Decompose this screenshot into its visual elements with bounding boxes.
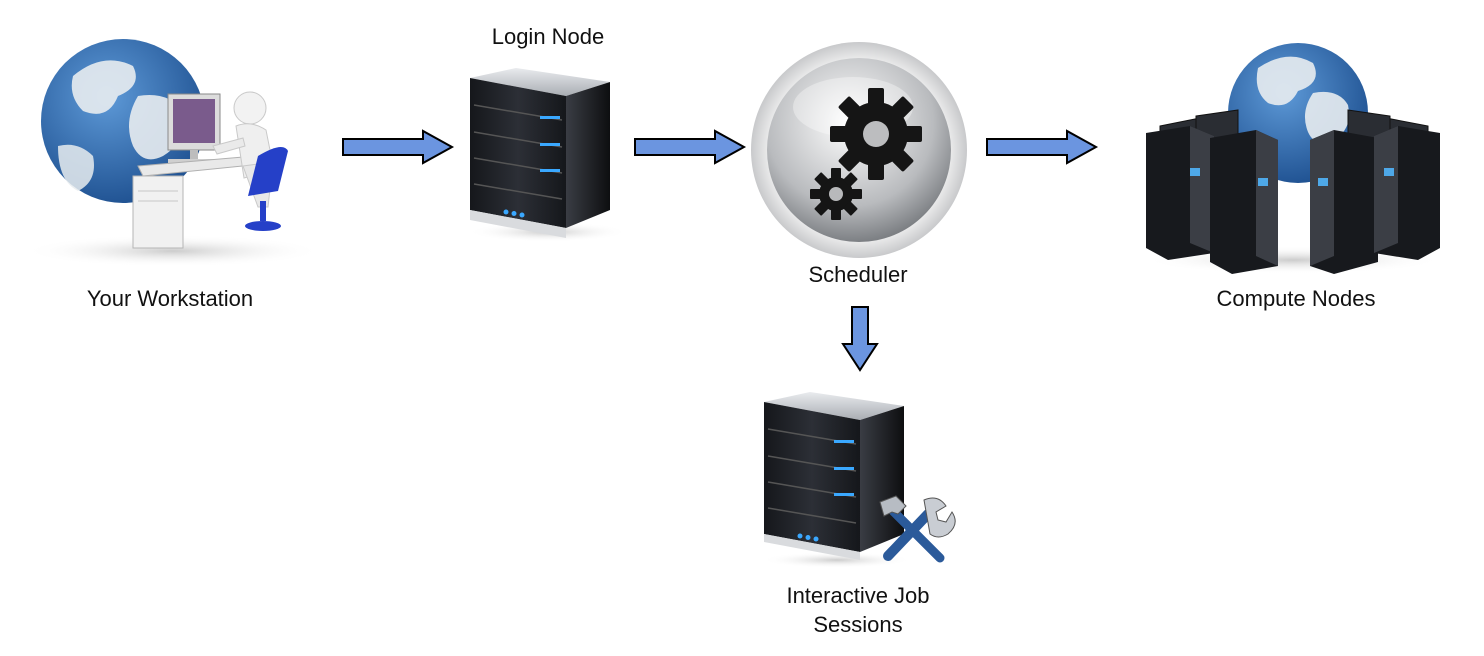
arrow-workstation-to-login: [340, 128, 455, 168]
workstation-illustration: [23, 39, 323, 267]
tools-icon: [879, 495, 956, 563]
interactive-job-label: Interactive Job Sessions: [758, 582, 958, 639]
gear-icon: [751, 42, 967, 258]
workstation-label: Your Workstation: [86, 286, 254, 311]
login-node-label: Login Node: [491, 24, 605, 49]
compute-nodes-node: [1138, 38, 1448, 276]
arrow-scheduler-to-compute: [984, 128, 1099, 168]
compute-nodes-label: Compute Nodes: [1216, 286, 1376, 311]
arrow-scheduler-to-interactive: [840, 304, 880, 374]
server-cluster-icon: [1143, 43, 1443, 274]
login-node: [458, 60, 628, 245]
arrow-login-to-scheduler: [632, 128, 747, 168]
scheduler-node: [748, 42, 970, 264]
workstation-node: [18, 36, 328, 268]
server-icon: [468, 68, 628, 242]
scheduler-label: Scheduler: [808, 262, 908, 287]
interactive-job-node: [752, 384, 962, 576]
interactive-job-label-line2: Sessions: [813, 611, 903, 637]
interactive-job-label-line1: Interactive Job: [786, 583, 930, 608]
user-figure-icon: [212, 91, 288, 231]
server-icon: [762, 392, 956, 568]
